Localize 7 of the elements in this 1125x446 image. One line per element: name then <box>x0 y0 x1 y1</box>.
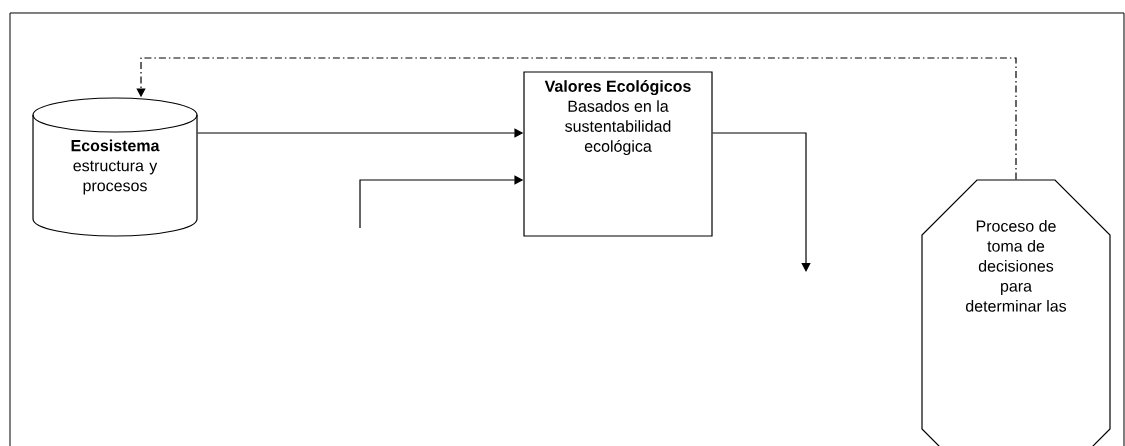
node-label: estructura y procesos <box>73 160 158 195</box>
octagon-node: Proceso de toma de decisiones para determinar las <box>921 179 1111 446</box>
process-box: Valores Ecológicos Basados en la sustentabilidad ecológica <box>523 71 713 237</box>
node-label: Ecosistema <box>71 139 160 152</box>
arrow <box>136 57 1017 180</box>
cylinder-node: Ecosistema estructura y procesos <box>32 97 198 237</box>
arrow <box>712 132 811 272</box>
